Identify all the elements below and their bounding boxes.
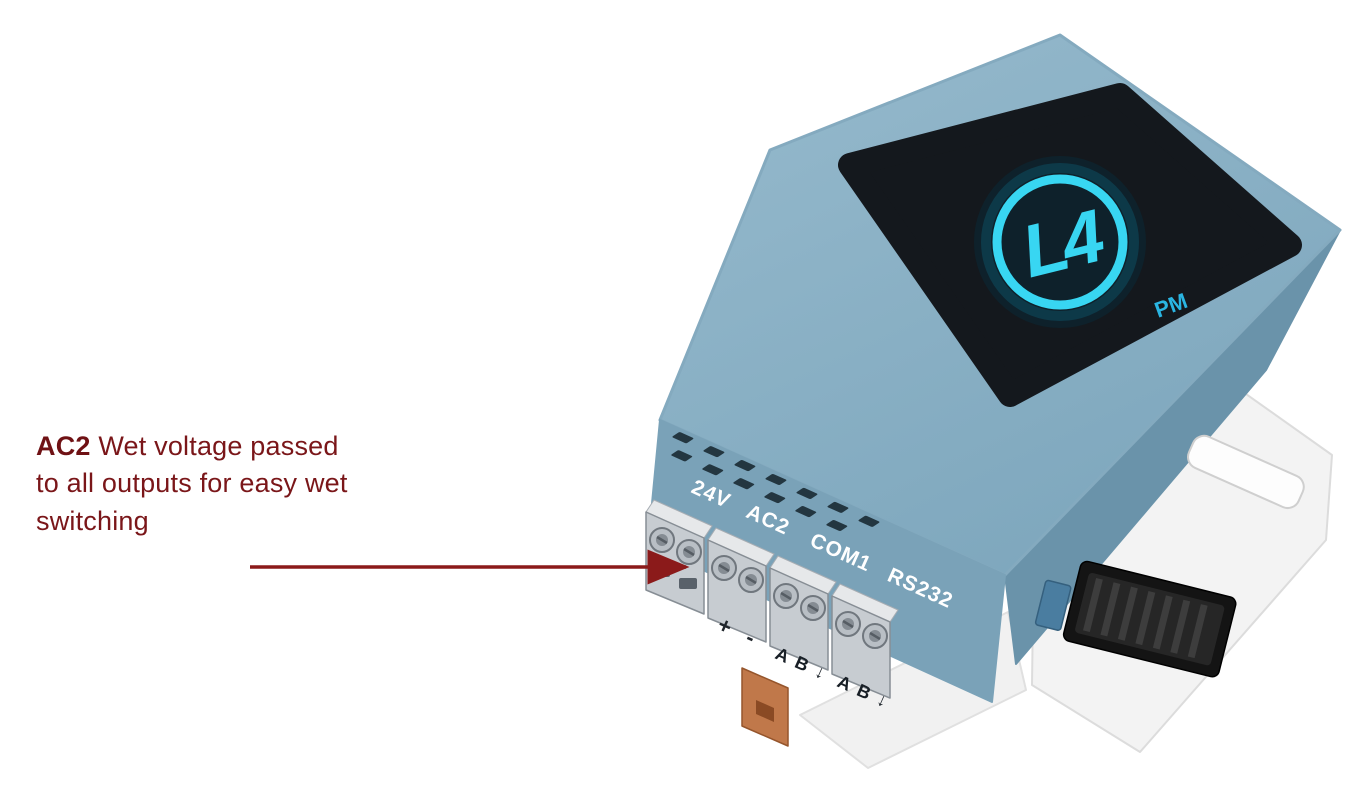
display-panel: L4 PM: [838, 83, 1302, 407]
vent-slits: [671, 432, 880, 531]
base-plate-slot: [1187, 434, 1305, 510]
edge-connector: [1034, 560, 1237, 678]
terminal-block-rs232: A B ↓: [831, 583, 899, 712]
annotation-text: AC2 Wet voltage passed to all outputs fo…: [36, 428, 366, 540]
logo-ring: [992, 174, 1128, 310]
annotation-body: Wet voltage passed to all outputs for ea…: [36, 431, 348, 536]
din-clip: [741, 667, 789, 747]
annotation-term: AC2: [36, 431, 91, 461]
terminal-block-com1: A B ↓: [769, 555, 837, 684]
connector-pins: [1083, 577, 1208, 659]
logo-outer-ring: [981, 163, 1139, 321]
terminal-block-ac2: + -: [707, 527, 775, 653]
connector-blue-tab: [1034, 579, 1072, 631]
